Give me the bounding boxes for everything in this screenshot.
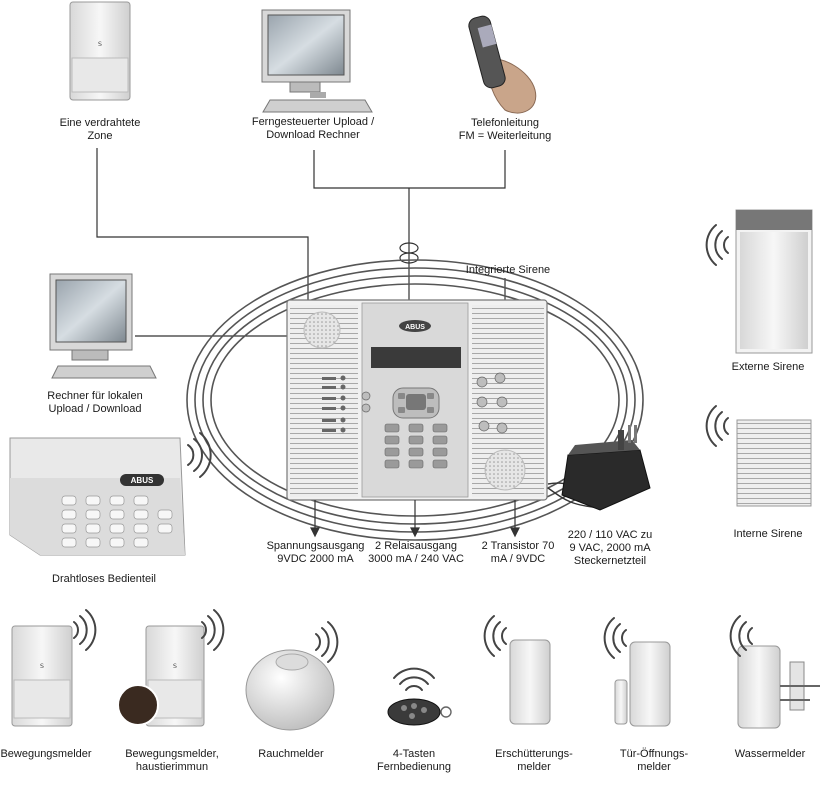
water-detector-device bbox=[737, 645, 820, 729]
panel-arrow-keys bbox=[361, 391, 371, 413]
label-internal-siren: Interne Sirene bbox=[733, 528, 803, 540]
power-supply-adapter bbox=[547, 425, 651, 511]
smoke-detector-device bbox=[245, 649, 335, 731]
label-voltage-output: Spannungsausgang 9VDC 2000 mA bbox=[266, 540, 365, 565]
wireless-wave-icon bbox=[705, 224, 729, 266]
panel-keypad bbox=[384, 423, 448, 469]
label-transistor-output: 2 Transistor 70 mA / 9VDC bbox=[481, 540, 555, 565]
door-contact-device bbox=[614, 641, 671, 727]
dog-photo-icon bbox=[117, 684, 159, 726]
internal-siren-device bbox=[736, 419, 812, 507]
label-integrated-siren: Integrierte Sirene bbox=[465, 264, 551, 276]
label-motion-detector-pet: Bewegungsmelder, haustierimmun bbox=[125, 748, 219, 773]
wired-zone-pir: ꜱ bbox=[69, 1, 131, 101]
label-power-supply: 220 / 110 VAC zu 9 VAC, 2000 mA Steckern… bbox=[567, 529, 653, 567]
vibration-detector-device bbox=[509, 639, 551, 725]
svg-text:ꜱ: ꜱ bbox=[98, 39, 102, 48]
wireless-wave-icon bbox=[729, 615, 753, 657]
wiring-lines bbox=[96, 148, 506, 337]
motion-detector-device: ꜱ bbox=[11, 625, 73, 727]
external-siren-device bbox=[735, 209, 813, 354]
label-remote-control: 4-Tasten Fernbedienung bbox=[376, 748, 451, 773]
svg-text:ꜱ: ꜱ bbox=[173, 661, 177, 670]
panel-display bbox=[371, 347, 461, 368]
label-relay-output: 2 Relaisausgang 3000 mA / 240 VAC bbox=[368, 540, 464, 565]
wireless-wave-icon bbox=[201, 609, 225, 651]
panel-brand-badge: ABUS bbox=[399, 320, 431, 332]
output-arrows bbox=[310, 500, 520, 538]
wireless-wave-icon bbox=[393, 667, 435, 691]
wireless-wave-icon bbox=[603, 617, 627, 659]
label-smoke-detector: Rauchmelder bbox=[258, 748, 324, 760]
label-remote-pc: Ferngesteuerter Upload / Download Rechne… bbox=[251, 116, 375, 141]
label-door-contact: Tür-Öffnungs- melder bbox=[619, 748, 689, 773]
wireless-wave-icon bbox=[483, 615, 507, 657]
wireless-keypad-device: ABUS bbox=[9, 437, 186, 556]
control-panel: ABUS bbox=[286, 299, 548, 501]
label-motion-detector: Bewegungsmelder bbox=[0, 748, 92, 760]
svg-text:ꜱ: ꜱ bbox=[40, 661, 44, 670]
wireless-wave-icon bbox=[705, 405, 729, 447]
key-fob-remote-device bbox=[387, 698, 452, 726]
remote-pc-computer bbox=[261, 9, 373, 113]
label-wired-zone: Eine verdrahtete Zone bbox=[59, 117, 141, 142]
panel-status-leds bbox=[322, 375, 346, 433]
wireless-wave-icon bbox=[187, 432, 212, 478]
label-local-pc: Rechner für lokalen Upload / Download bbox=[47, 390, 143, 415]
phone-cable-coil-icon bbox=[399, 242, 419, 264]
mobile-phone-icon bbox=[468, 15, 537, 114]
wireless-wave-icon bbox=[73, 609, 97, 651]
panel-nav-pad bbox=[392, 387, 440, 419]
pet-immune-motion-detector-device: ꜱ bbox=[117, 625, 205, 727]
local-pc-computer bbox=[49, 273, 157, 379]
keypad-buttons bbox=[61, 495, 173, 548]
label-wireless-keypad: Drahtloses Bedienteil bbox=[52, 573, 156, 585]
panel-brand-text: ABUS bbox=[405, 324, 425, 331]
label-external-siren: Externe Sirene bbox=[731, 361, 805, 373]
panel-function-keys bbox=[476, 372, 508, 434]
label-water-detector: Wassermelder bbox=[734, 748, 806, 760]
label-vibration-detector: Erschütterungs- melder bbox=[495, 748, 573, 773]
keypad-brand-text: ABUS bbox=[131, 476, 154, 485]
label-phone-line: Telefonleitung FM = Weiterleitung bbox=[458, 117, 552, 142]
wireless-wave-icon bbox=[315, 621, 339, 663]
